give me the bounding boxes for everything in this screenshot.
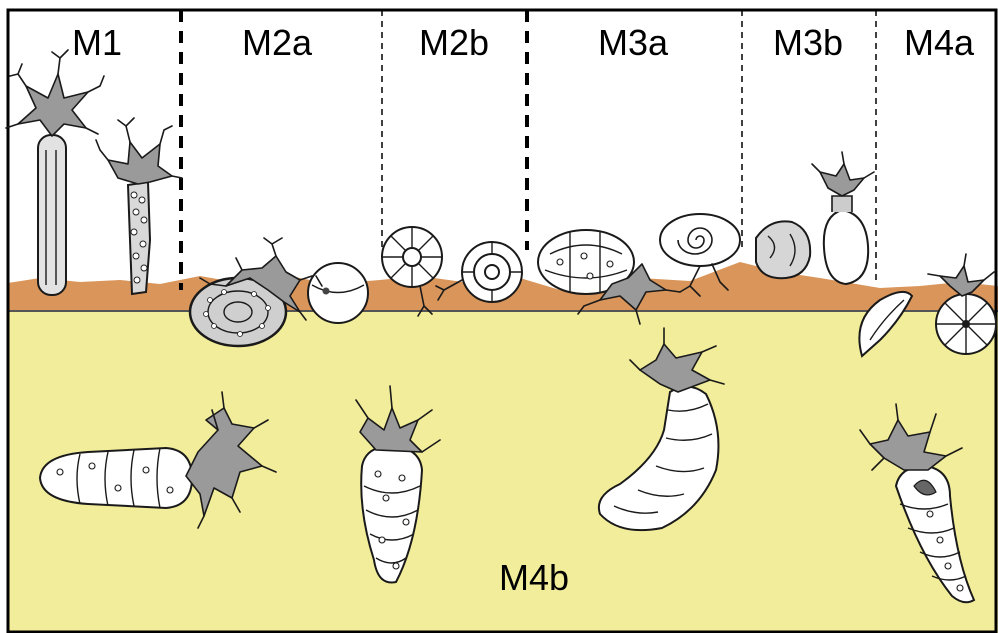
clustered-foraminifer-m3b: [756, 221, 810, 278]
zone-label-m1: M1: [72, 22, 122, 63]
zone-label-m4a: M4a: [904, 22, 975, 63]
zone-label-m3a: M3a: [598, 22, 669, 63]
zone-label-m2b: M2b: [419, 22, 489, 63]
zone-label-m2a: M2a: [242, 22, 313, 63]
zone-label-m3b: M3b: [773, 22, 843, 63]
subsurface-label-m4b: M4b: [499, 557, 569, 598]
rounded-calcareous-foraminifer-m2a: [308, 263, 368, 323]
